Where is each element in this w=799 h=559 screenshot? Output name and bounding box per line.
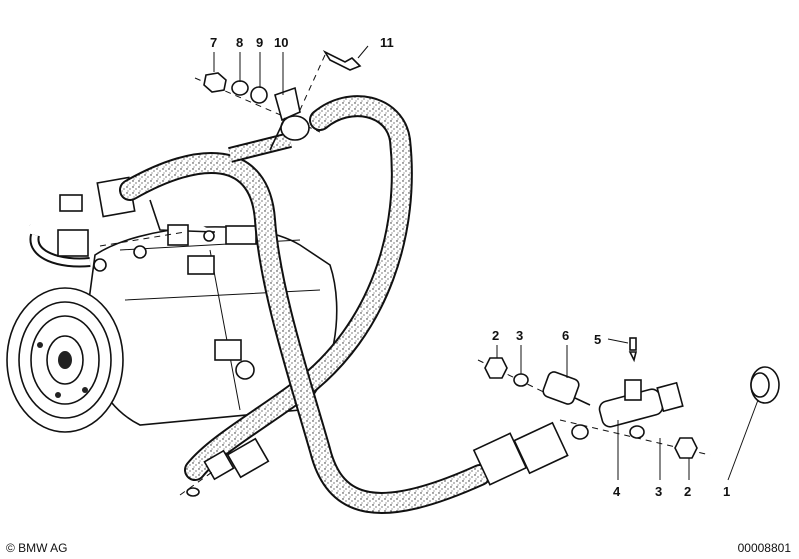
callout-11: 11: [380, 35, 394, 50]
callout-leaders: [213, 45, 759, 481]
callout-10: 10: [274, 35, 288, 50]
bracket-assembly: [194, 50, 362, 151]
copyright-text: © BMW AG: [6, 541, 68, 555]
callout-9: 9: [256, 35, 263, 50]
compressor-pipe-fittings: [26, 176, 257, 275]
callout-8: 8: [236, 35, 243, 50]
callout-4: 4: [613, 484, 621, 499]
service-valve-tee: [477, 337, 780, 459]
hose-end-fittings: [179, 421, 569, 497]
callout-3-lower: 3: [655, 484, 662, 499]
callout-5: 5: [594, 332, 601, 347]
refrigerant-hose-suction: [184, 95, 413, 481]
refrigerant-hose-pressure: [119, 132, 491, 514]
compressor-clutch-pulley: [6, 287, 124, 433]
callout-2-upper: 2: [492, 328, 499, 343]
callout-numbers: 7 8 9 10 11 2 3 6 5 4 3 2 1: [210, 35, 730, 499]
callout-1: 1: [723, 484, 730, 499]
callout-6: 6: [562, 328, 569, 343]
diagram-id: 00008801: [737, 541, 791, 555]
callout-2-lower: 2: [684, 484, 691, 499]
callout-7: 7: [210, 35, 217, 50]
callout-3-upper: 3: [516, 328, 523, 343]
